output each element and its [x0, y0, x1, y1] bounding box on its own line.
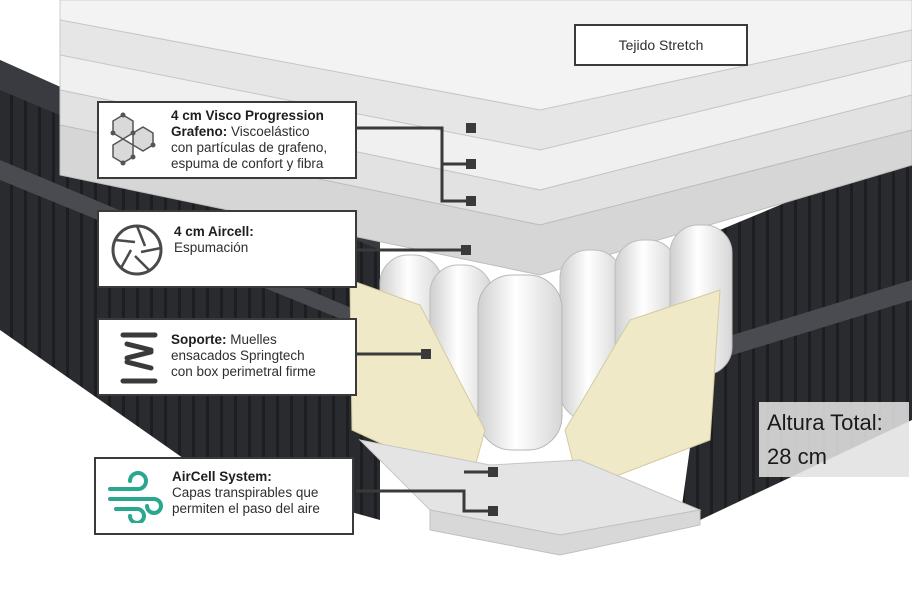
perimeter-box-right	[564, 289, 721, 491]
perimeter-box-left	[349, 279, 486, 486]
altura-label: Altura Total:	[767, 410, 883, 435]
aircell-system-desc-2: permiten el paso del aire	[172, 501, 320, 516]
visco-grafeno-callout: 4 cm Visco Progression Grafeno: Viscoelá…	[97, 101, 357, 179]
aircell-system-callout: AirCell System: Capas transpirables que …	[94, 457, 354, 535]
visco-desc-1: Viscoelástico	[227, 124, 310, 139]
aircell-title: 4 cm Aircell:	[174, 224, 254, 239]
visco-title: 4 cm Visco Progression	[171, 108, 324, 123]
altura-value: 28 cm	[767, 444, 827, 469]
soporte-desc-1: Muelles	[226, 332, 277, 347]
grafeno-label: Grafeno:	[171, 124, 228, 139]
aircell-system-title: AirCell System:	[172, 469, 272, 484]
soporte-desc-3: con box perimetral firme	[171, 364, 316, 379]
callout-connectors	[356, 126, 492, 513]
graphene-hexagon-icon	[105, 111, 165, 176]
spring-icon	[119, 330, 159, 391]
aircell-callout: 4 cm Aircell: Espumación	[97, 210, 357, 288]
aircell-foam-layer	[59, 124, 912, 276]
aircell-system-desc-1: Capas transpirables que	[172, 485, 319, 500]
aperture-icon	[109, 222, 165, 283]
visco-desc-2: con partículas de grafeno,	[171, 140, 328, 155]
aircell-desc: Espumación	[174, 240, 249, 255]
visco-desc-3: espuma de confort y fibra	[171, 156, 324, 171]
soporte-callout: Soporte: Muelles ensacados Springtech co…	[97, 318, 357, 396]
tejido-stretch-label: Tejido Stretch	[574, 24, 748, 66]
altura-total-badge: Altura Total: 28 cm	[759, 402, 909, 477]
soporte-desc-2: ensacados Springtech	[171, 348, 305, 363]
soporte-label: Soporte:	[171, 332, 227, 347]
airflow-icon	[106, 471, 164, 528]
